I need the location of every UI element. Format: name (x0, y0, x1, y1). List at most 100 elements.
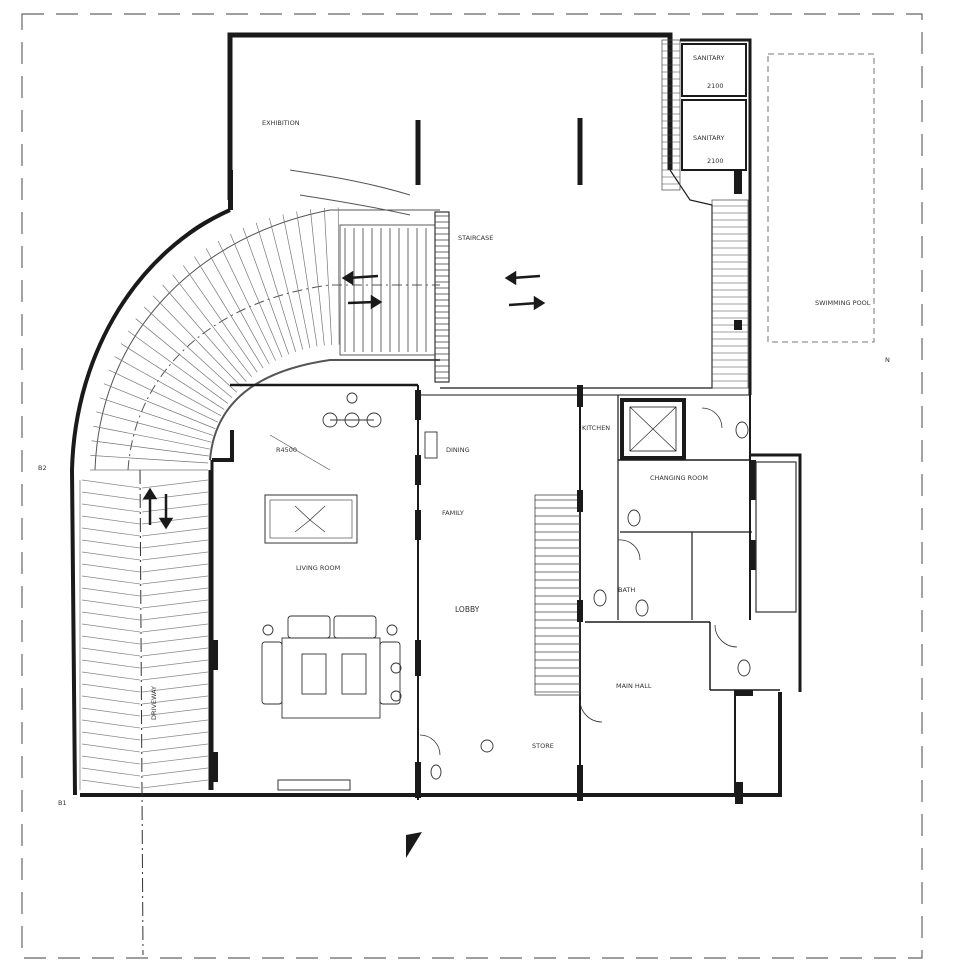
entrance-marker (406, 832, 422, 858)
hatch-line (93, 425, 210, 450)
hatch-line (141, 479, 209, 489)
hatch-line (141, 527, 209, 537)
label-changing: CHANGING ROOM (650, 474, 708, 482)
hatch-line (81, 671, 141, 681)
hatch-line (81, 683, 141, 693)
hatch-line (337, 207, 340, 345)
hatch-line (81, 707, 141, 717)
hatch-line (194, 256, 264, 369)
hatch-line (135, 318, 233, 398)
hatch-line (103, 383, 216, 430)
hatch-line (141, 755, 209, 765)
hatch-line (141, 551, 209, 561)
pillar (577, 385, 583, 407)
label-dining: DINING (446, 446, 470, 454)
hatch-line (114, 356, 222, 417)
label-kitchen: KITCHEN (582, 424, 610, 432)
brick-wall (661, 39, 749, 389)
pool-table (264, 494, 358, 544)
pillar (750, 540, 756, 570)
hatch-line (81, 635, 141, 645)
door-swings (419, 407, 738, 756)
hatch-line (141, 659, 209, 669)
hatch-line (230, 233, 283, 358)
hatch-line (183, 265, 258, 373)
hatch-line (282, 214, 311, 348)
pillar (415, 640, 421, 676)
curved-ramp (94, 169, 440, 471)
hatch-line (81, 503, 141, 513)
hatch-line (81, 731, 141, 741)
hatch-line (81, 659, 141, 669)
pillar (212, 640, 218, 670)
hatch-line (172, 274, 252, 378)
pillar (735, 690, 753, 696)
sofa-set (261, 615, 402, 719)
hatch-line (141, 611, 209, 621)
label-sanitary-2: SANITARY (693, 134, 724, 142)
pillar (415, 455, 421, 485)
label-exhibition: EXHIBITION (262, 119, 300, 127)
hatch-line (217, 240, 276, 361)
label-d-bottom: B1 (58, 799, 67, 807)
label-lobby: LOBBY (455, 605, 480, 614)
ramp-straight-hatching (81, 479, 209, 789)
hatch-line (99, 397, 214, 436)
hatch-line (120, 343, 225, 410)
label-main-hall: MAIN HALL (616, 682, 652, 690)
hatch-line (141, 647, 209, 657)
label-dim-1: 2100 (707, 82, 724, 90)
hatch-line (141, 743, 209, 753)
hatch-line (141, 563, 209, 573)
top-right-rooms (681, 43, 747, 171)
wall-pillars (212, 170, 756, 804)
hatch-line (141, 779, 209, 789)
label-d-left: B2 (38, 464, 47, 472)
label-store: STORE (532, 742, 554, 750)
pillar (212, 752, 218, 782)
ramp-straight-section (79, 469, 212, 956)
label-pool: SWIMMING POOL (815, 299, 871, 307)
hatch-line (81, 611, 141, 621)
exterior-walls (69, 32, 802, 797)
central-stair (339, 211, 450, 383)
hatch-line (141, 503, 209, 513)
label-north: N (885, 356, 890, 364)
pillar (415, 390, 421, 420)
pillar (415, 762, 421, 798)
hatch-line (162, 284, 247, 382)
lobby-stair-treads (535, 499, 580, 693)
hatch-line (81, 563, 141, 573)
label-dim-2: 2100 (707, 157, 724, 165)
room-labels: EXHIBITION SANITARY 2100 SANITARY 2100 S… (38, 54, 890, 807)
hatch-line (96, 411, 212, 443)
pillar (577, 600, 583, 622)
hatch-line (141, 707, 209, 717)
label-bath: BATH (618, 586, 635, 594)
hatch-line (81, 527, 141, 537)
hatch-line (81, 779, 141, 789)
hatch-line (81, 539, 141, 549)
hatch-line (108, 369, 219, 423)
pillar (734, 320, 742, 330)
brick-hatching (662, 43, 748, 382)
fireplace (277, 779, 351, 791)
pillar (228, 170, 233, 210)
hatch-line (205, 248, 270, 365)
hatch-line (323, 207, 333, 345)
hatch-line (141, 635, 209, 645)
hatch-line (269, 218, 304, 350)
label-sanitary-1: SANITARY (693, 54, 724, 62)
pillar (735, 782, 743, 804)
hatch-line (81, 767, 141, 777)
hatch-line (141, 731, 209, 741)
lobby-stair (534, 494, 581, 696)
hatch-line (90, 454, 209, 464)
pillar (415, 510, 421, 540)
hatch-line (81, 719, 141, 729)
hatch-line (127, 330, 229, 404)
hatch-line (255, 222, 297, 352)
hatch-line (296, 211, 318, 347)
hatch-line (310, 209, 325, 346)
